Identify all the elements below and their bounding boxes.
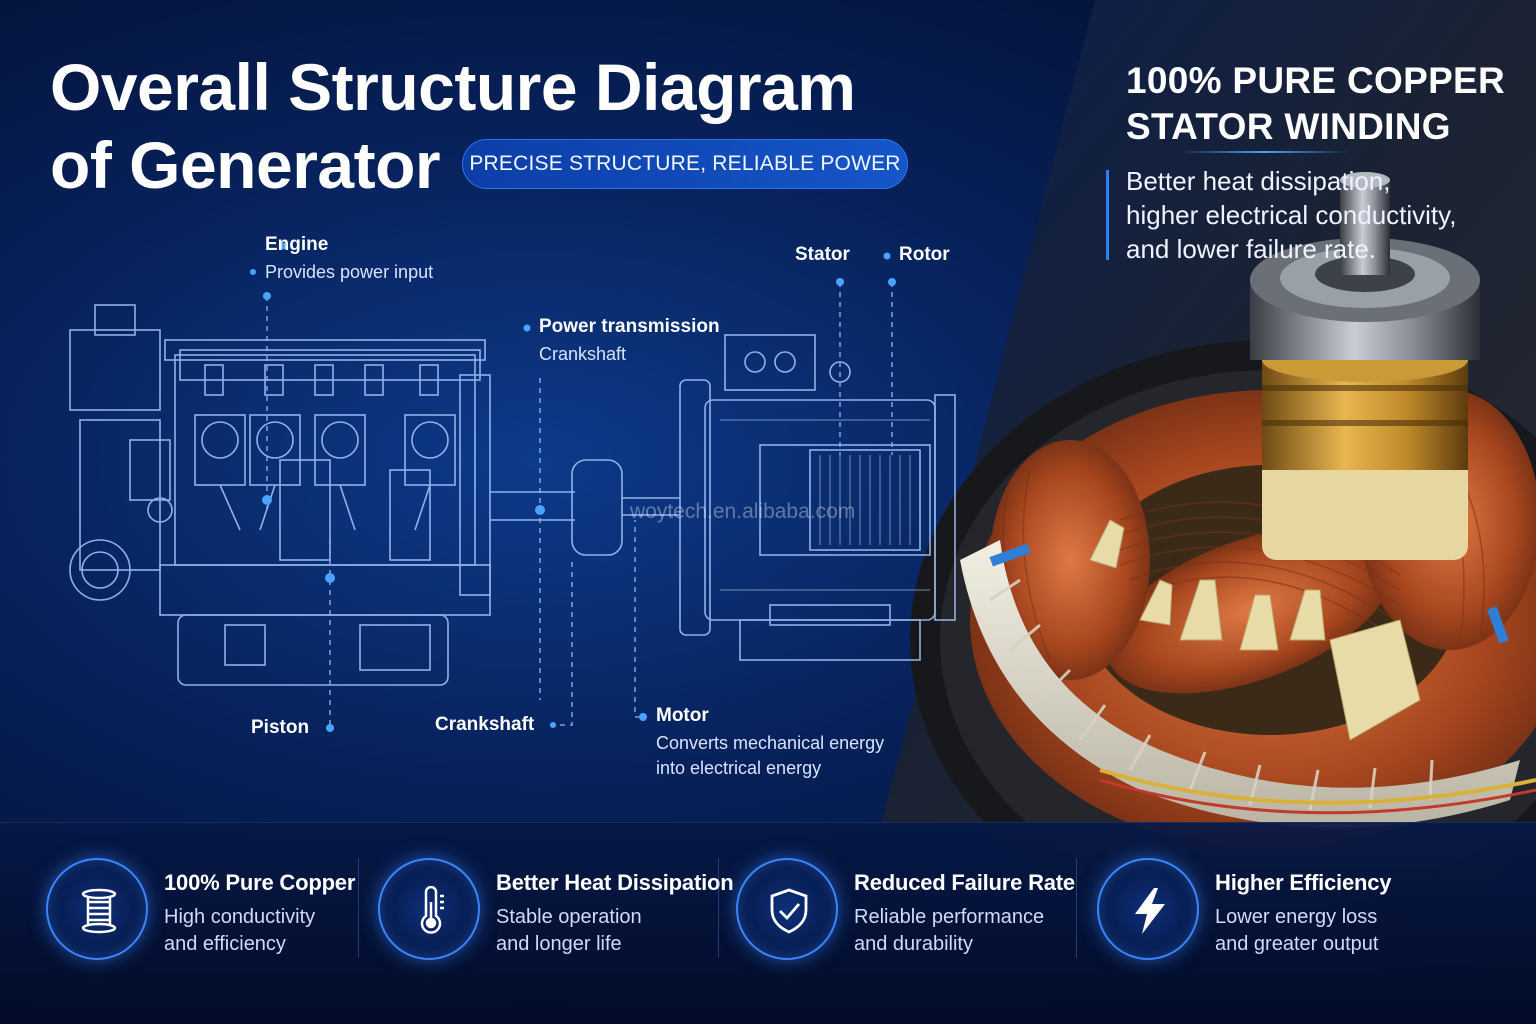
stator-label: Stator (795, 244, 850, 265)
feature-title: Reduced Failure Rate (854, 870, 1075, 895)
feature-title: Better Heat Dissipation (496, 870, 734, 895)
feature-divider (1076, 858, 1077, 958)
power-transmission-label: Power transmission (539, 316, 720, 337)
tagline-badge: PRECISE STRUCTURE, RELIABLE POWER (462, 139, 908, 189)
engine-sublabel: Provides power input (265, 262, 434, 282)
description-line2: higher electrical conductivity, (1126, 200, 1457, 230)
rotor-label: Rotor (899, 244, 950, 265)
piston-label: Piston (251, 717, 310, 738)
motor-sublabel-line2: into electrical energy (656, 758, 822, 778)
feature-desc-line1: Reliable performance (854, 906, 1045, 928)
stator-winding-description: Better heat dissipation, higher electric… (1126, 164, 1456, 266)
feature-item-failure: Reduced Failure Rate Reliable performanc… (736, 858, 1076, 968)
thermometer-icon (378, 858, 480, 960)
feature-description: Lower energy loss and greater output (1215, 904, 1378, 958)
feature-desc-line1: High conductivity (164, 906, 316, 928)
lightning-icon (1097, 858, 1199, 960)
engine-label: Engine (265, 234, 329, 255)
feature-divider (358, 858, 359, 958)
feature-description: Reliable performance and durability (854, 904, 1044, 958)
feature-divider (718, 858, 719, 958)
feature-desc-line1: Stable operation (496, 906, 642, 928)
shield-check-icon (736, 858, 838, 960)
page-title-line1: Overall Structure Diagram (50, 50, 856, 124)
feature-item-copper: 100% Pure Copper High conductivity and e… (46, 858, 366, 968)
feature-desc-line2: and longer life (496, 933, 622, 955)
feature-desc-line2: and efficiency (164, 933, 286, 955)
heading-underline (1180, 151, 1350, 153)
feature-description: High conductivity and efficiency (164, 904, 315, 958)
description-line1: Better heat dissipation, (1126, 166, 1391, 196)
page-title-line2: of Generator (50, 128, 441, 202)
feature-item-heat: Better Heat Dissipation Stable operation… (378, 858, 734, 968)
stator-heading-line1: 100% PURE COPPER (1126, 60, 1506, 101)
watermark: woytech.en.alibaba.com (630, 500, 856, 523)
power-transmission-sublabel: Crankshaft (539, 344, 627, 364)
feature-description: Stable operation and longer life (496, 904, 642, 958)
crankshaft-label: Crankshaft (435, 714, 535, 735)
description-line3: and lower failure rate. (1126, 234, 1377, 264)
feature-title: 100% Pure Copper (164, 870, 356, 895)
feature-desc-line2: and greater output (1215, 933, 1379, 955)
copper-spool-icon (46, 858, 148, 960)
feature-desc-line1: Lower energy loss (1215, 906, 1378, 928)
stator-winding-heading: 100% PURE COPPER STATOR WINDING (1126, 58, 1505, 150)
motor-label: Motor (656, 705, 709, 726)
quote-bar (1106, 170, 1109, 260)
feature-item-efficiency: Higher Efficiency Lower energy loss and … (1097, 858, 1477, 968)
page-title: Overall Structure Diagram of Generator (50, 48, 856, 204)
stator-heading-line2: STATOR WINDING (1126, 106, 1451, 147)
feature-desc-line2: and durability (854, 933, 973, 955)
feature-title: Higher Efficiency (1215, 870, 1392, 895)
motor-sublabel-line1: Converts mechanical energy (656, 733, 885, 753)
